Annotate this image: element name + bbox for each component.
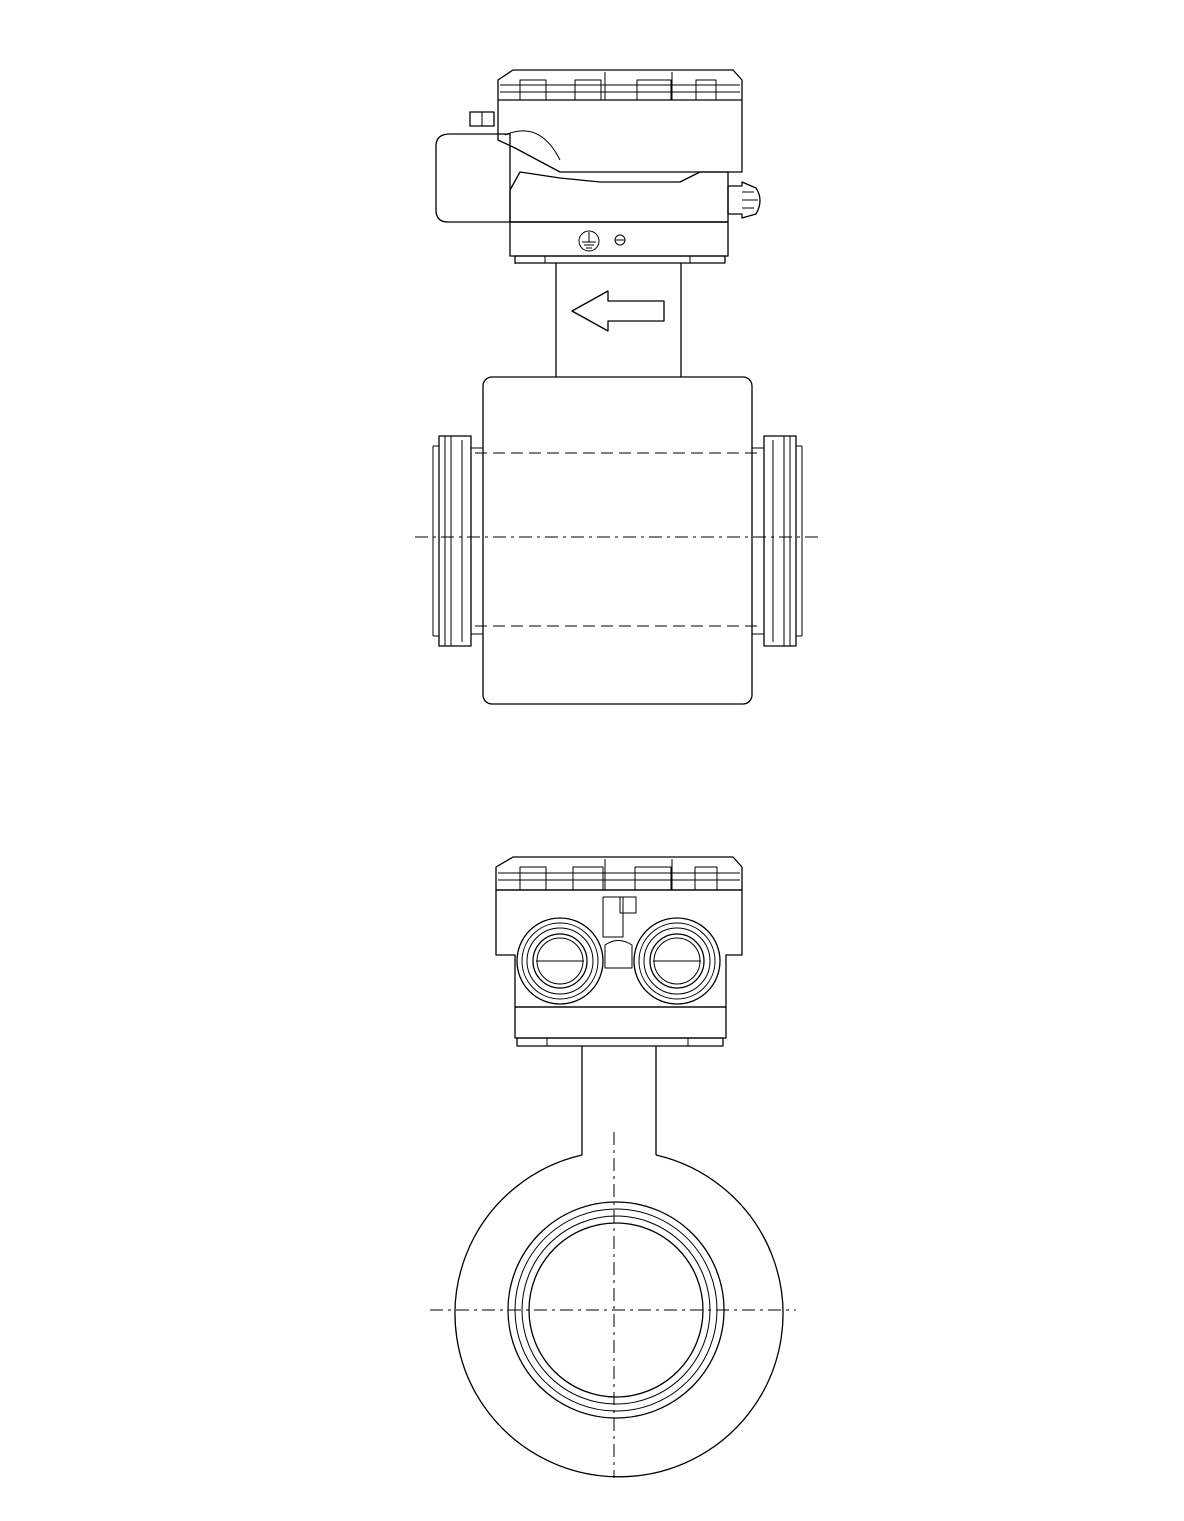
side-view bbox=[415, 69, 818, 705]
screw-icon bbox=[614, 234, 626, 246]
sensor-body-front bbox=[430, 1132, 796, 1478]
transmitter-head bbox=[435, 69, 761, 264]
cable-gland-right bbox=[633, 917, 721, 1005]
ground-symbol-icon bbox=[578, 230, 600, 252]
cable-gland-left bbox=[516, 917, 604, 1005]
sensor-body-side bbox=[415, 376, 818, 705]
left-arrow-icon bbox=[571, 290, 665, 332]
neck-front bbox=[581, 1046, 657, 1155]
neck bbox=[555, 263, 682, 377]
front-view bbox=[430, 856, 796, 1478]
transmitter-head-front bbox=[495, 856, 743, 1047]
